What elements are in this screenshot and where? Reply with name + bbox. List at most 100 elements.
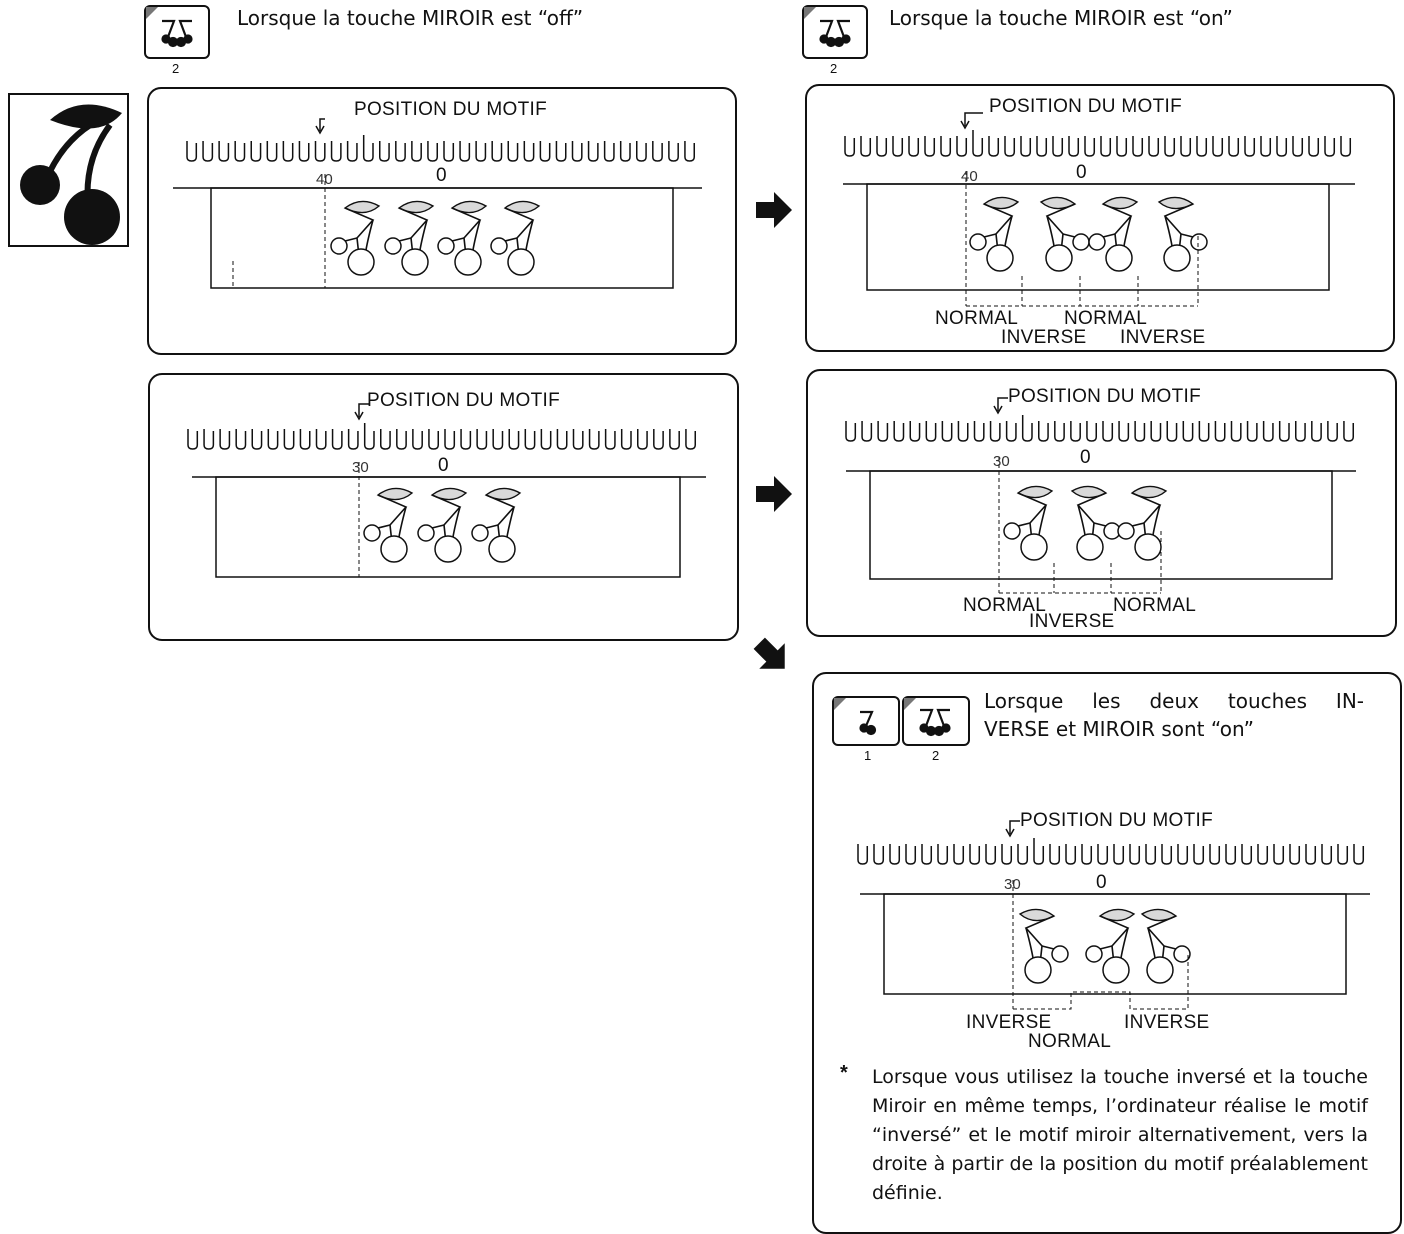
needle-bed-diagram bbox=[857, 820, 1370, 1010]
needle bbox=[1100, 136, 1112, 157]
needle bbox=[1305, 844, 1317, 865]
needle bbox=[1225, 844, 1237, 865]
needle bbox=[330, 141, 342, 162]
panel-mirror-on-30: POSITION DU MOTIF 30 0 NORMAL INVERSE NO… bbox=[806, 369, 1397, 637]
needle bbox=[972, 130, 984, 157]
needle bbox=[314, 141, 326, 162]
tick-30: 30 bbox=[352, 459, 369, 476]
needle bbox=[921, 844, 933, 865]
needle bbox=[1084, 136, 1096, 157]
needle bbox=[1177, 844, 1189, 865]
needle bbox=[396, 429, 407, 450]
needle bbox=[315, 429, 327, 450]
needle-bed-diagram bbox=[843, 112, 1355, 307]
needle bbox=[669, 429, 680, 450]
cherry-motif bbox=[437, 200, 488, 276]
label-inverse: INVERSE bbox=[1120, 327, 1206, 348]
needle bbox=[1068, 136, 1080, 157]
cherry-motif bbox=[471, 487, 522, 563]
heading-mirror-on: Lorsque la touche MIROIR est “on” bbox=[889, 6, 1233, 30]
needle bbox=[937, 844, 949, 865]
needle bbox=[427, 141, 439, 162]
needle bbox=[444, 429, 456, 450]
label-normal: NORMAL bbox=[963, 595, 1047, 616]
needle bbox=[893, 421, 905, 442]
cherry-motif bbox=[1117, 485, 1168, 561]
panel-mirror-on-40: POSITION DU MOTIF 40 0 NORMAL INVERSE NO… bbox=[805, 84, 1395, 352]
needle bbox=[857, 844, 869, 865]
needle bbox=[1070, 421, 1081, 442]
needle bbox=[1049, 844, 1061, 865]
needle bbox=[988, 136, 1000, 157]
needle bbox=[941, 421, 953, 442]
tick-0: 0 bbox=[1080, 447, 1091, 468]
needle bbox=[507, 141, 519, 162]
arrow-down-right-icon bbox=[753, 637, 785, 669]
needle bbox=[524, 429, 536, 450]
needle bbox=[1212, 136, 1224, 157]
needle bbox=[572, 429, 584, 450]
tick-0: 0 bbox=[438, 455, 449, 476]
needle bbox=[1260, 136, 1272, 157]
needle bbox=[571, 141, 583, 162]
needle bbox=[1198, 421, 1210, 442]
needle bbox=[379, 141, 390, 162]
needle bbox=[346, 141, 358, 162]
inverse-key-number: 1 bbox=[864, 748, 872, 763]
needle bbox=[395, 141, 406, 162]
needle bbox=[1257, 844, 1269, 865]
label-inverse: INVERSE bbox=[966, 1012, 1052, 1033]
needle-bed-diagram bbox=[845, 397, 1356, 594]
needle bbox=[1161, 844, 1173, 865]
needle bbox=[250, 141, 262, 162]
needle bbox=[186, 141, 198, 162]
needle bbox=[539, 141, 551, 162]
needle bbox=[956, 136, 968, 157]
needle bbox=[587, 141, 599, 162]
cherry-motif bbox=[969, 196, 1020, 272]
needle bbox=[973, 421, 985, 442]
needle bbox=[283, 429, 295, 450]
needle bbox=[1134, 421, 1146, 442]
needle bbox=[1230, 421, 1242, 442]
needle bbox=[953, 844, 965, 865]
tick-0: 0 bbox=[1076, 162, 1087, 183]
panel-both-on: 1 2 Lorsque les deux touches IN- VERSE e… bbox=[812, 672, 1402, 1234]
needle bbox=[331, 429, 343, 450]
needle bbox=[1004, 136, 1016, 157]
panel-mirror-off-30: POSITION DU MOTIF 30 0 bbox=[148, 373, 739, 641]
needle bbox=[924, 136, 936, 157]
needle bbox=[1337, 844, 1349, 865]
needle bbox=[1353, 844, 1365, 865]
needle bbox=[1321, 844, 1333, 865]
needle bbox=[892, 136, 904, 157]
needle bbox=[1289, 844, 1301, 865]
needle bbox=[491, 141, 503, 162]
needle bbox=[668, 141, 679, 162]
heading-mirror-off: Lorsque la touche MIROIR est “off” bbox=[237, 6, 584, 30]
needle bbox=[476, 429, 488, 450]
needle bbox=[909, 421, 921, 442]
needle bbox=[1244, 136, 1256, 157]
needle-bed-diagram bbox=[173, 118, 702, 289]
needle bbox=[362, 135, 374, 162]
panel-mirror-off-40: POSITION DU MOTIF 40 0 bbox=[147, 87, 737, 355]
cherry-motif bbox=[384, 200, 435, 276]
needle bbox=[1038, 421, 1049, 442]
needle bbox=[523, 141, 535, 162]
needle bbox=[1278, 421, 1290, 442]
needle bbox=[1166, 421, 1178, 442]
needle bbox=[1086, 421, 1098, 442]
needle bbox=[555, 141, 567, 162]
note-bullet: * bbox=[840, 1062, 848, 1084]
pattern-position-label: POSITION DU MOTIF bbox=[354, 99, 547, 120]
needle bbox=[1129, 844, 1141, 865]
needle bbox=[282, 141, 294, 162]
needle bbox=[1182, 421, 1194, 442]
needle bbox=[1033, 838, 1045, 865]
needle bbox=[1021, 415, 1033, 442]
note-text: Lorsque vous utilisez la touche inversé … bbox=[872, 1066, 1368, 1204]
tick-0: 0 bbox=[1096, 872, 1107, 893]
cherry-motif bbox=[1018, 908, 1069, 984]
cherry-motif bbox=[363, 487, 414, 563]
